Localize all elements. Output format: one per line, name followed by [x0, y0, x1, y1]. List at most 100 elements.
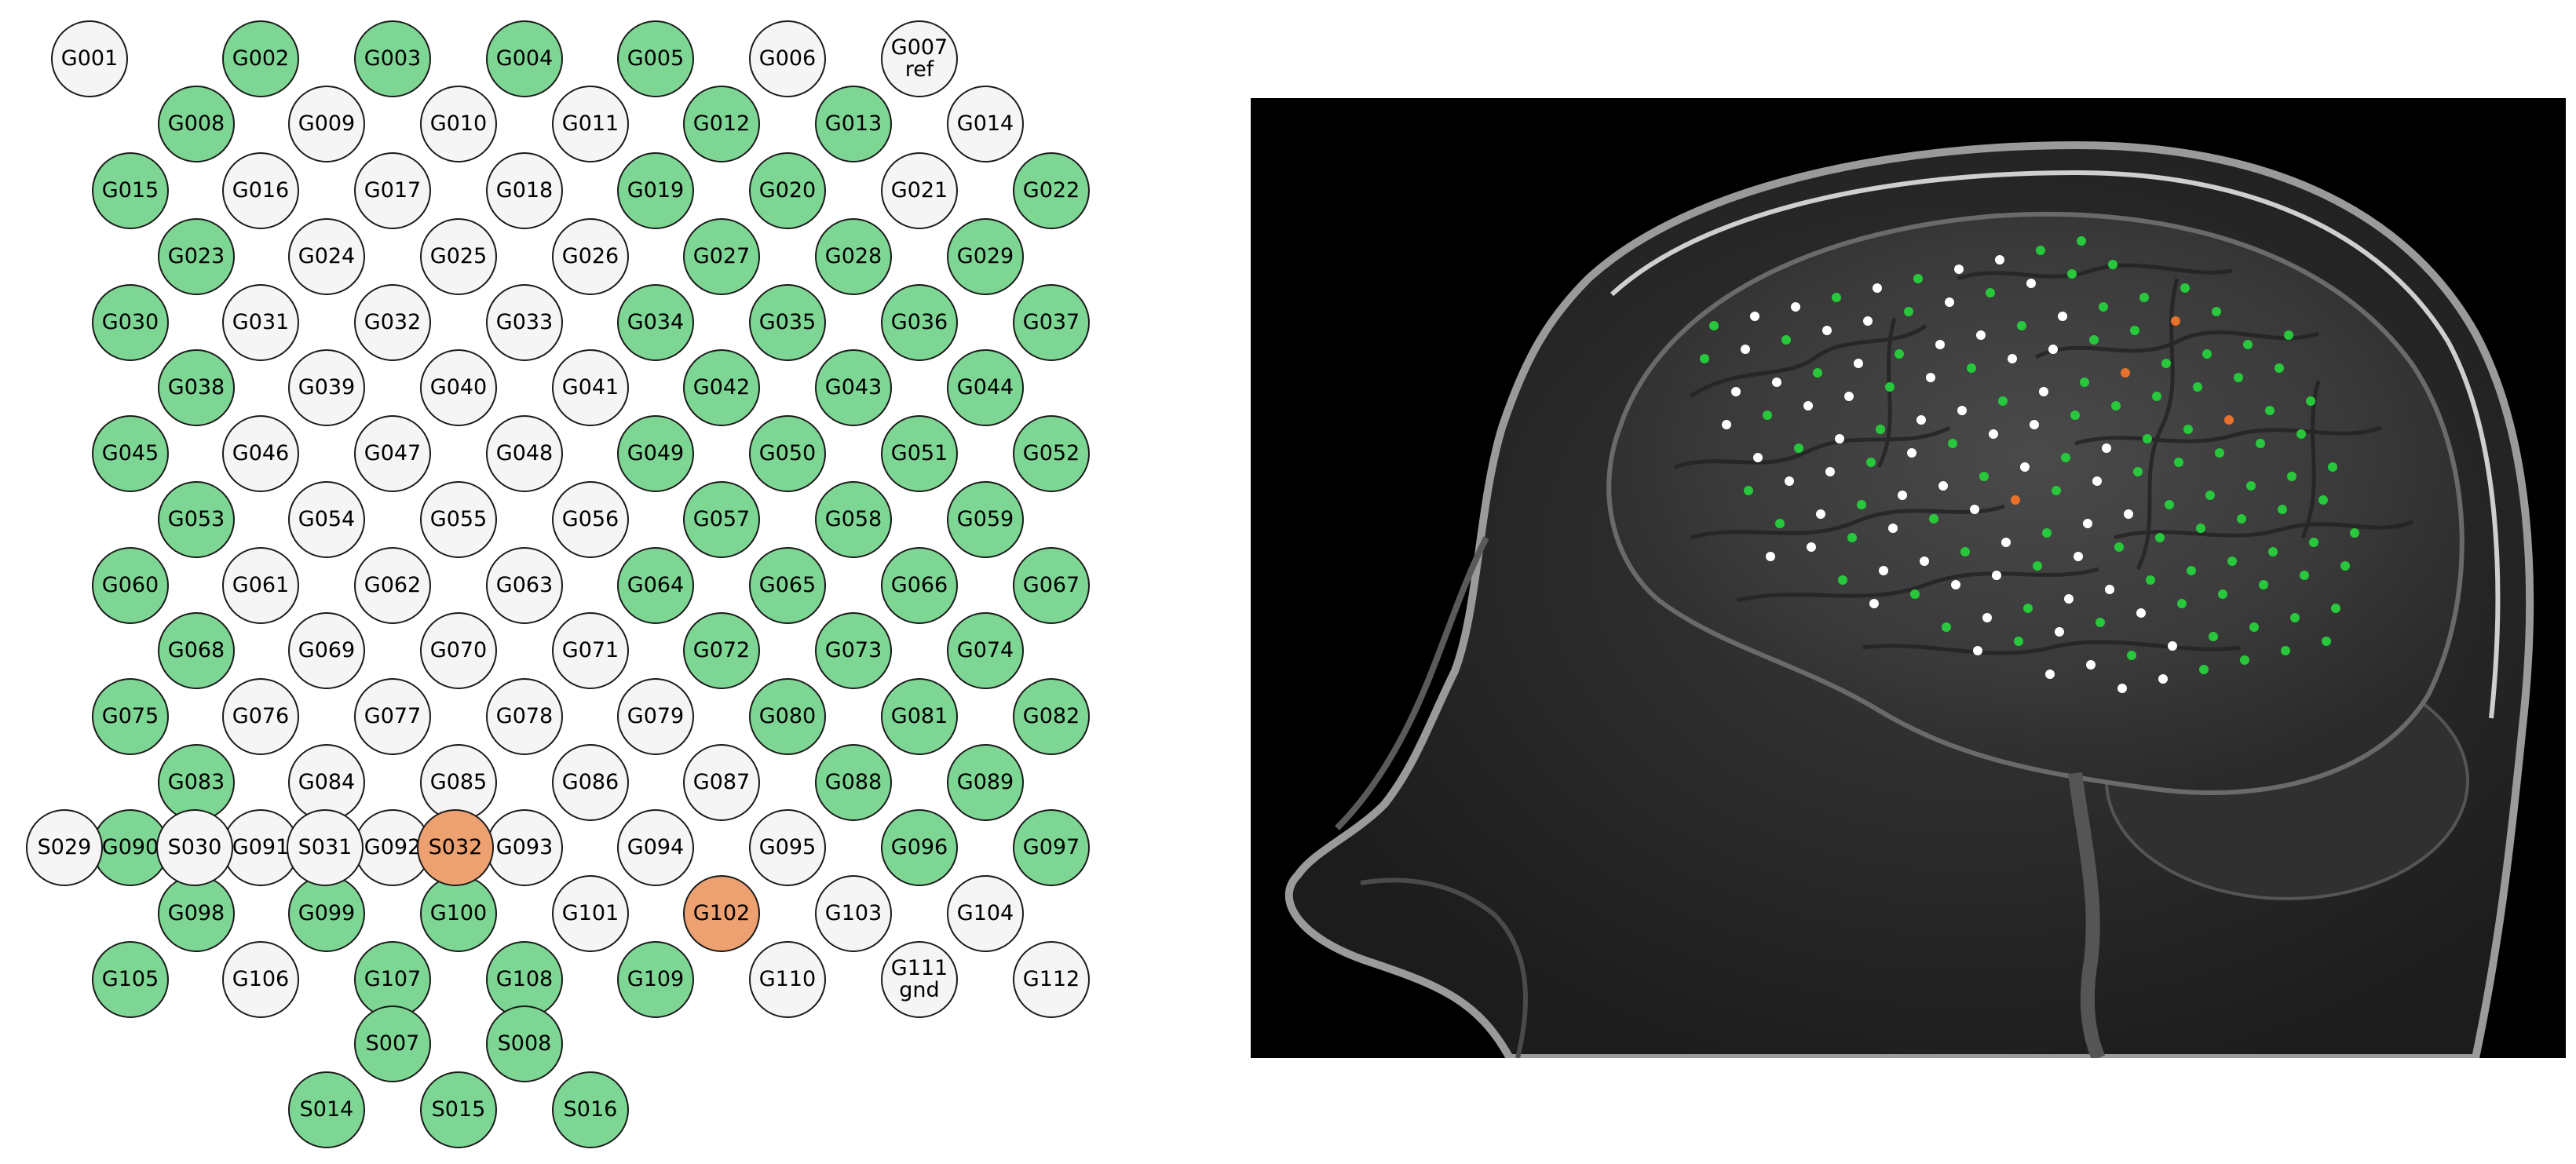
electrode-label: G027 — [692, 243, 751, 268]
electrode-marker — [1929, 514, 1938, 524]
electrode-marker — [1967, 363, 1976, 373]
electrode-g051: G051 — [881, 415, 958, 492]
electrode-g104: G104 — [947, 875, 1024, 952]
electrode-label: G011 — [561, 111, 619, 136]
electrode-label: G045 — [101, 440, 159, 465]
electrode-label: G024 — [298, 243, 356, 268]
electrode-label: G080 — [758, 703, 817, 728]
electrode-marker — [2290, 613, 2300, 622]
electrode-label: G012 — [692, 111, 751, 136]
electrode-label: S029 — [37, 834, 92, 859]
electrode-marker — [1791, 302, 1800, 312]
electrode-s029: S029 — [26, 809, 103, 886]
electrode-marker — [2171, 316, 2180, 326]
electrode-label: G091 — [232, 834, 290, 859]
electrode-marker — [2227, 556, 2237, 566]
electrode-s016: S016 — [552, 1071, 629, 1148]
electrode-label: G103 — [824, 900, 882, 925]
electrode-g071: G071 — [552, 612, 629, 689]
electrode-g073: G073 — [815, 612, 892, 689]
electrode-marker — [1753, 453, 1763, 462]
electrode-marker — [1775, 519, 1785, 528]
electrode-marker — [2030, 420, 2039, 429]
electrode-g058: G058 — [815, 481, 892, 558]
electrode-label: G053 — [167, 506, 225, 531]
electrode-g103: G103 — [815, 875, 892, 952]
electrode-g035: G035 — [749, 284, 826, 361]
electrode-g006: G006 — [749, 20, 826, 97]
electrode-g055: G055 — [420, 481, 497, 558]
electrode-g061: G061 — [222, 547, 299, 624]
electrode-label: G076 — [232, 703, 290, 728]
electrode-g020: G020 — [749, 152, 826, 229]
electrode-marker — [2092, 476, 2102, 486]
electrode-g011: G011 — [552, 86, 629, 162]
electrode-g064: G064 — [617, 547, 694, 624]
electrode-marker — [2183, 425, 2193, 434]
electrode-g096: G096 — [881, 809, 958, 886]
electrode-s030: S030 — [156, 809, 233, 886]
electrode-marker — [1731, 387, 1741, 396]
electrode-label: S007 — [365, 1031, 420, 1056]
electrode-marker — [2202, 349, 2212, 359]
electrode-g004: G004 — [486, 20, 563, 97]
electrode-marker — [2215, 448, 2224, 458]
electrode-label: G008 — [167, 111, 225, 136]
electrode-label: G029 — [956, 243, 1014, 268]
electrode-marker — [2121, 368, 2130, 378]
electrode-g040: G040 — [420, 349, 497, 426]
electrode-label: G026 — [561, 243, 619, 268]
electrode-marker — [2146, 575, 2155, 585]
electrode-marker — [2180, 283, 2190, 293]
electrode-label: G021 — [890, 177, 948, 203]
electrode-g031: G031 — [222, 284, 299, 361]
electrode-label: G092 — [364, 834, 422, 859]
electrode-label: G093 — [495, 834, 554, 859]
electrode-g067: G067 — [1013, 547, 1090, 624]
electrode-marker — [2284, 330, 2293, 340]
electrode-label: G047 — [364, 440, 422, 465]
electrode-g093: G093 — [486, 809, 563, 886]
electrode-g046: G046 — [222, 415, 299, 492]
electrode-label: G052 — [1022, 440, 1080, 465]
electrode-label: G071 — [561, 637, 619, 662]
electrode-g019: G019 — [617, 152, 694, 229]
electrode-marker — [1722, 420, 1731, 429]
electrode-g110: G110 — [749, 941, 826, 1018]
electrode-marker — [2152, 392, 2161, 401]
electrode-label: G054 — [298, 506, 356, 531]
electrode-label: G035 — [758, 309, 817, 334]
electrode-label: G066 — [890, 572, 948, 597]
electrode-g063: G063 — [486, 547, 563, 624]
electrode-marker — [2268, 547, 2278, 556]
electrode-g013: G013 — [815, 86, 892, 162]
electrode-label: G032 — [364, 309, 422, 334]
electrode-label: G100 — [429, 900, 488, 925]
electrode-label: G049 — [627, 440, 685, 465]
electrode-g078: G078 — [486, 678, 563, 755]
electrode-label: G005 — [627, 46, 685, 71]
electrode-marker — [1986, 288, 1995, 297]
electrode-marker — [1976, 330, 1986, 340]
electrode-marker — [1744, 486, 1753, 495]
electrode-label: G099 — [298, 900, 356, 925]
electrode-marker — [1873, 283, 1882, 293]
electrode-marker — [1938, 481, 1948, 491]
electrode-marker — [2350, 528, 2359, 538]
electrode-g095: G095 — [749, 809, 826, 886]
electrode-g005: G005 — [617, 20, 694, 97]
electrode-label: G108 — [495, 966, 554, 991]
electrode-marker — [1857, 500, 1866, 509]
electrode-marker — [1954, 265, 1964, 274]
electrode-label: G050 — [758, 440, 817, 465]
electrode-marker — [1794, 443, 1803, 453]
electrode-marker — [2096, 618, 2105, 627]
electrode-label: G022 — [1022, 177, 1080, 203]
electrode-s007: S007 — [354, 1005, 431, 1082]
electrode-marker — [1835, 434, 1844, 443]
electrode-marker — [1879, 566, 1888, 575]
electrode-label: G016 — [232, 177, 290, 203]
electrode-label: G079 — [627, 703, 685, 728]
electrode-label: G039 — [298, 374, 356, 400]
